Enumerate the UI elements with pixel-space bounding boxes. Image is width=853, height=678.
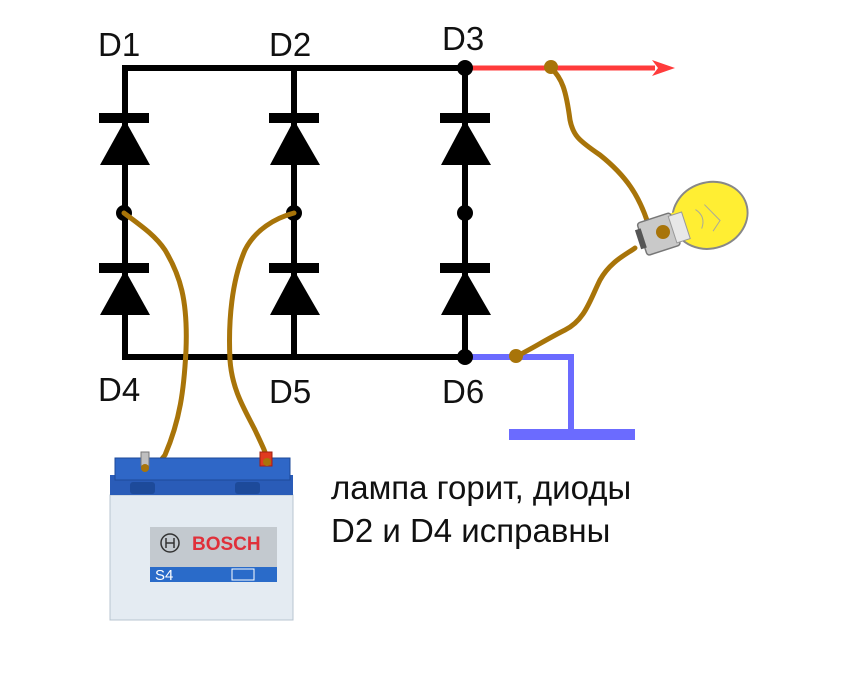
diode-icon — [440, 263, 491, 315]
diode-label-d3: D3 — [442, 20, 484, 57]
diode-icon — [99, 263, 150, 315]
probe-clip — [544, 60, 558, 74]
probe-wire-lamp-bottom — [512, 245, 638, 360]
probe-wire-lamp-top — [548, 65, 653, 233]
caption: лампа горит, диоды D2 и D4 исправны — [331, 466, 631, 552]
probe-clip — [656, 225, 670, 239]
diode-label-d4: D4 — [98, 371, 140, 408]
probe-clip — [263, 458, 271, 466]
diode-label-d1: D1 — [98, 26, 140, 63]
diode-label-d6: D6 — [442, 373, 484, 410]
probe-wire-d4-battery-neg — [121, 210, 189, 475]
diode-label-d5: D5 — [269, 373, 311, 410]
diode-icon — [440, 113, 491, 165]
probe-clip — [141, 464, 149, 472]
diode-icon — [99, 113, 150, 165]
battery-icon: BOSCH S4 — [109, 451, 294, 621]
node-dot — [457, 205, 473, 221]
node-dot — [457, 349, 473, 365]
probe-wire-d2-battery-pos — [227, 210, 297, 465]
caption-line-2: D2 и D4 исправны — [331, 512, 611, 549]
lamp-icon — [634, 180, 749, 256]
caption-line-1: лампа горит, диоды — [331, 469, 632, 506]
battery-model: S4 — [155, 567, 173, 584]
leg-3 — [440, 66, 491, 360]
probe-clip — [509, 349, 523, 363]
diode-label-d2: D2 — [269, 26, 311, 63]
ground-icon — [466, 354, 635, 440]
diode-icon — [269, 113, 320, 165]
diode-icon — [269, 263, 320, 315]
node-dot — [457, 60, 473, 76]
arrow-icon — [652, 60, 675, 76]
battery-brand: BOSCH — [192, 534, 261, 555]
